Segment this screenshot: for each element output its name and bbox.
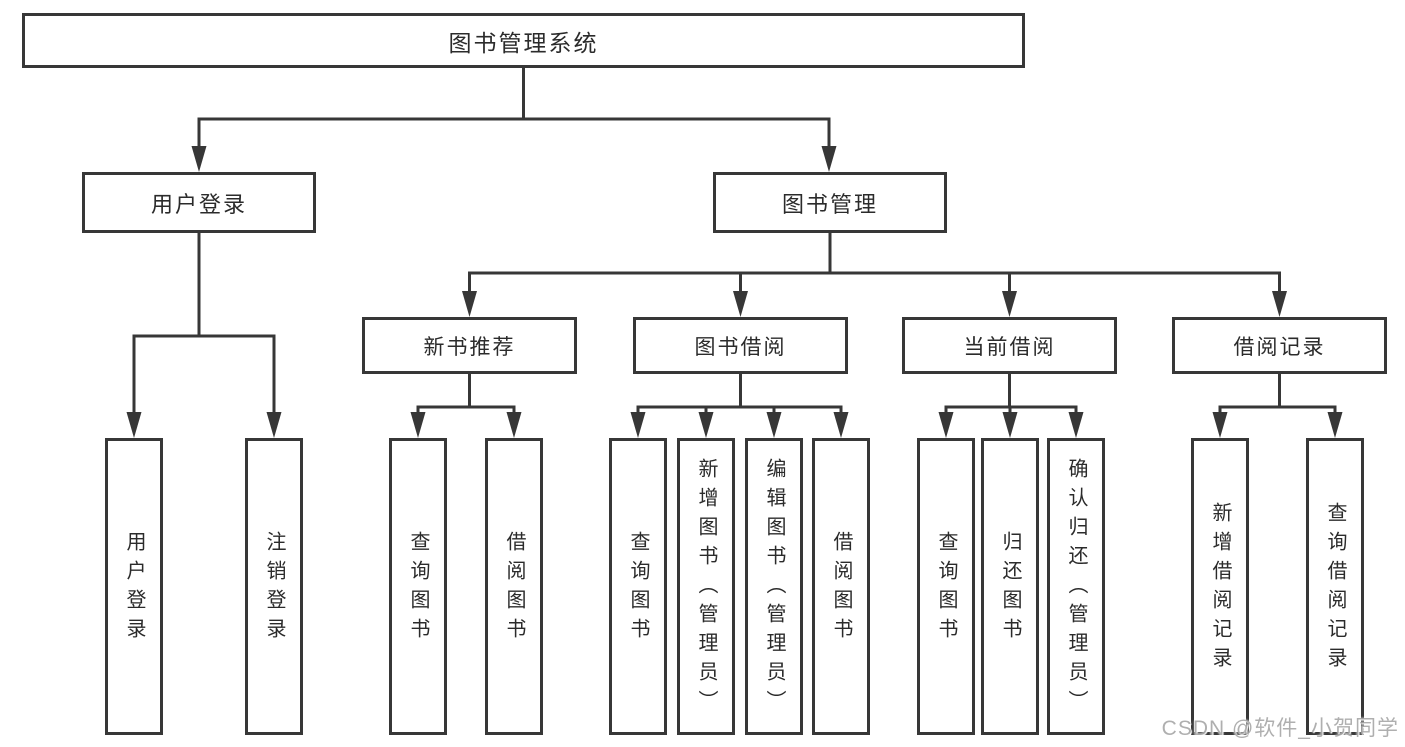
node-book-borrow-label: 图书借阅: [694, 335, 787, 359]
leaf-return-book: 归还图书: [981, 438, 1039, 735]
leaf-add-borrow-record: 新增借阅记录: [1191, 438, 1249, 735]
node-user-login: 用户登录: [82, 172, 316, 233]
leaf-add-borrow-record-label: 新增借阅记录: [1209, 501, 1231, 676]
leaf-borrow-book: 借阅图书: [812, 438, 870, 735]
arrowhead-icon: [821, 146, 837, 172]
arrowhead-icon: [630, 412, 646, 438]
leaf-query-book-borrow-label: 查询图书: [627, 530, 649, 647]
arrowhead-icon: [938, 412, 954, 438]
arrowhead-icon: [1212, 412, 1228, 438]
arrowhead-icon: [1002, 291, 1017, 317]
node-borrow-record: 借阅记录: [1172, 317, 1387, 374]
arrowhead-icon: [506, 412, 522, 438]
node-new-book-recommend: 新书推荐: [362, 317, 577, 374]
node-user-login-label: 用户登录: [150, 191, 247, 217]
arrowhead-icon: [766, 412, 782, 438]
arrowhead-icon: [191, 146, 207, 172]
node-current-borrow-label: 当前借阅: [963, 335, 1056, 359]
leaf-query-book-recommend: 查询图书: [389, 438, 447, 735]
arrowhead-icon: [126, 412, 142, 438]
leaf-user-login: 用户登录: [105, 438, 163, 735]
leaf-add-book-admin: 新增图书（管理员）: [677, 438, 735, 735]
arrowhead-icon: [410, 412, 426, 438]
leaf-borrow-book-label: 借阅图书: [830, 530, 852, 647]
arrowhead-icon: [733, 291, 748, 317]
node-book-management-label: 图书管理: [781, 191, 878, 217]
leaf-add-book-admin-label: 新增图书（管理员）: [695, 458, 717, 719]
arrowhead-icon: [833, 412, 849, 438]
arrowhead-icon: [1002, 412, 1018, 438]
leaf-confirm-return-admin-label: 确认归还（管理员）: [1065, 458, 1087, 719]
leaf-edit-book-admin-label: 编辑图书（管理员）: [763, 458, 785, 719]
leaf-edit-book-admin: 编辑图书（管理员）: [745, 438, 803, 735]
arrowhead-icon: [266, 412, 282, 438]
node-root-system: 图书管理系统: [22, 13, 1025, 68]
node-book-borrow: 图书借阅: [633, 317, 848, 374]
leaf-logout: 注销登录: [245, 438, 303, 735]
arrowhead-icon: [1327, 412, 1343, 438]
leaf-confirm-return-admin: 确认归还（管理员）: [1047, 438, 1105, 735]
node-book-management: 图书管理: [713, 172, 947, 233]
leaf-query-book-borrow: 查询图书: [609, 438, 667, 735]
arrowhead-icon: [1272, 291, 1287, 317]
leaf-query-borrow-record: 查询借阅记录: [1306, 438, 1364, 735]
leaf-query-borrow-record-label: 查询借阅记录: [1324, 501, 1346, 676]
node-root-label: 图书管理系统: [448, 29, 599, 56]
leaf-query-book-current: 查询图书: [917, 438, 975, 735]
node-current-borrow: 当前借阅: [902, 317, 1117, 374]
arrowhead-icon: [1068, 412, 1084, 438]
node-borrow-record-label: 借阅记录: [1233, 335, 1326, 359]
arrowhead-icon: [698, 412, 714, 438]
leaf-query-book-current-label: 查询图书: [935, 530, 957, 647]
leaf-query-book-recommend-label: 查询图书: [407, 530, 429, 647]
arrowhead-icon: [462, 291, 477, 317]
leaf-return-book-label: 归还图书: [999, 530, 1021, 647]
leaf-borrow-book-recommend-label: 借阅图书: [503, 530, 525, 647]
leaf-logout-label: 注销登录: [263, 530, 285, 647]
leaf-borrow-book-recommend: 借阅图书: [485, 438, 543, 735]
leaf-user-login-label: 用户登录: [123, 530, 145, 647]
node-new-book-recommend-label: 新书推荐: [423, 335, 516, 359]
